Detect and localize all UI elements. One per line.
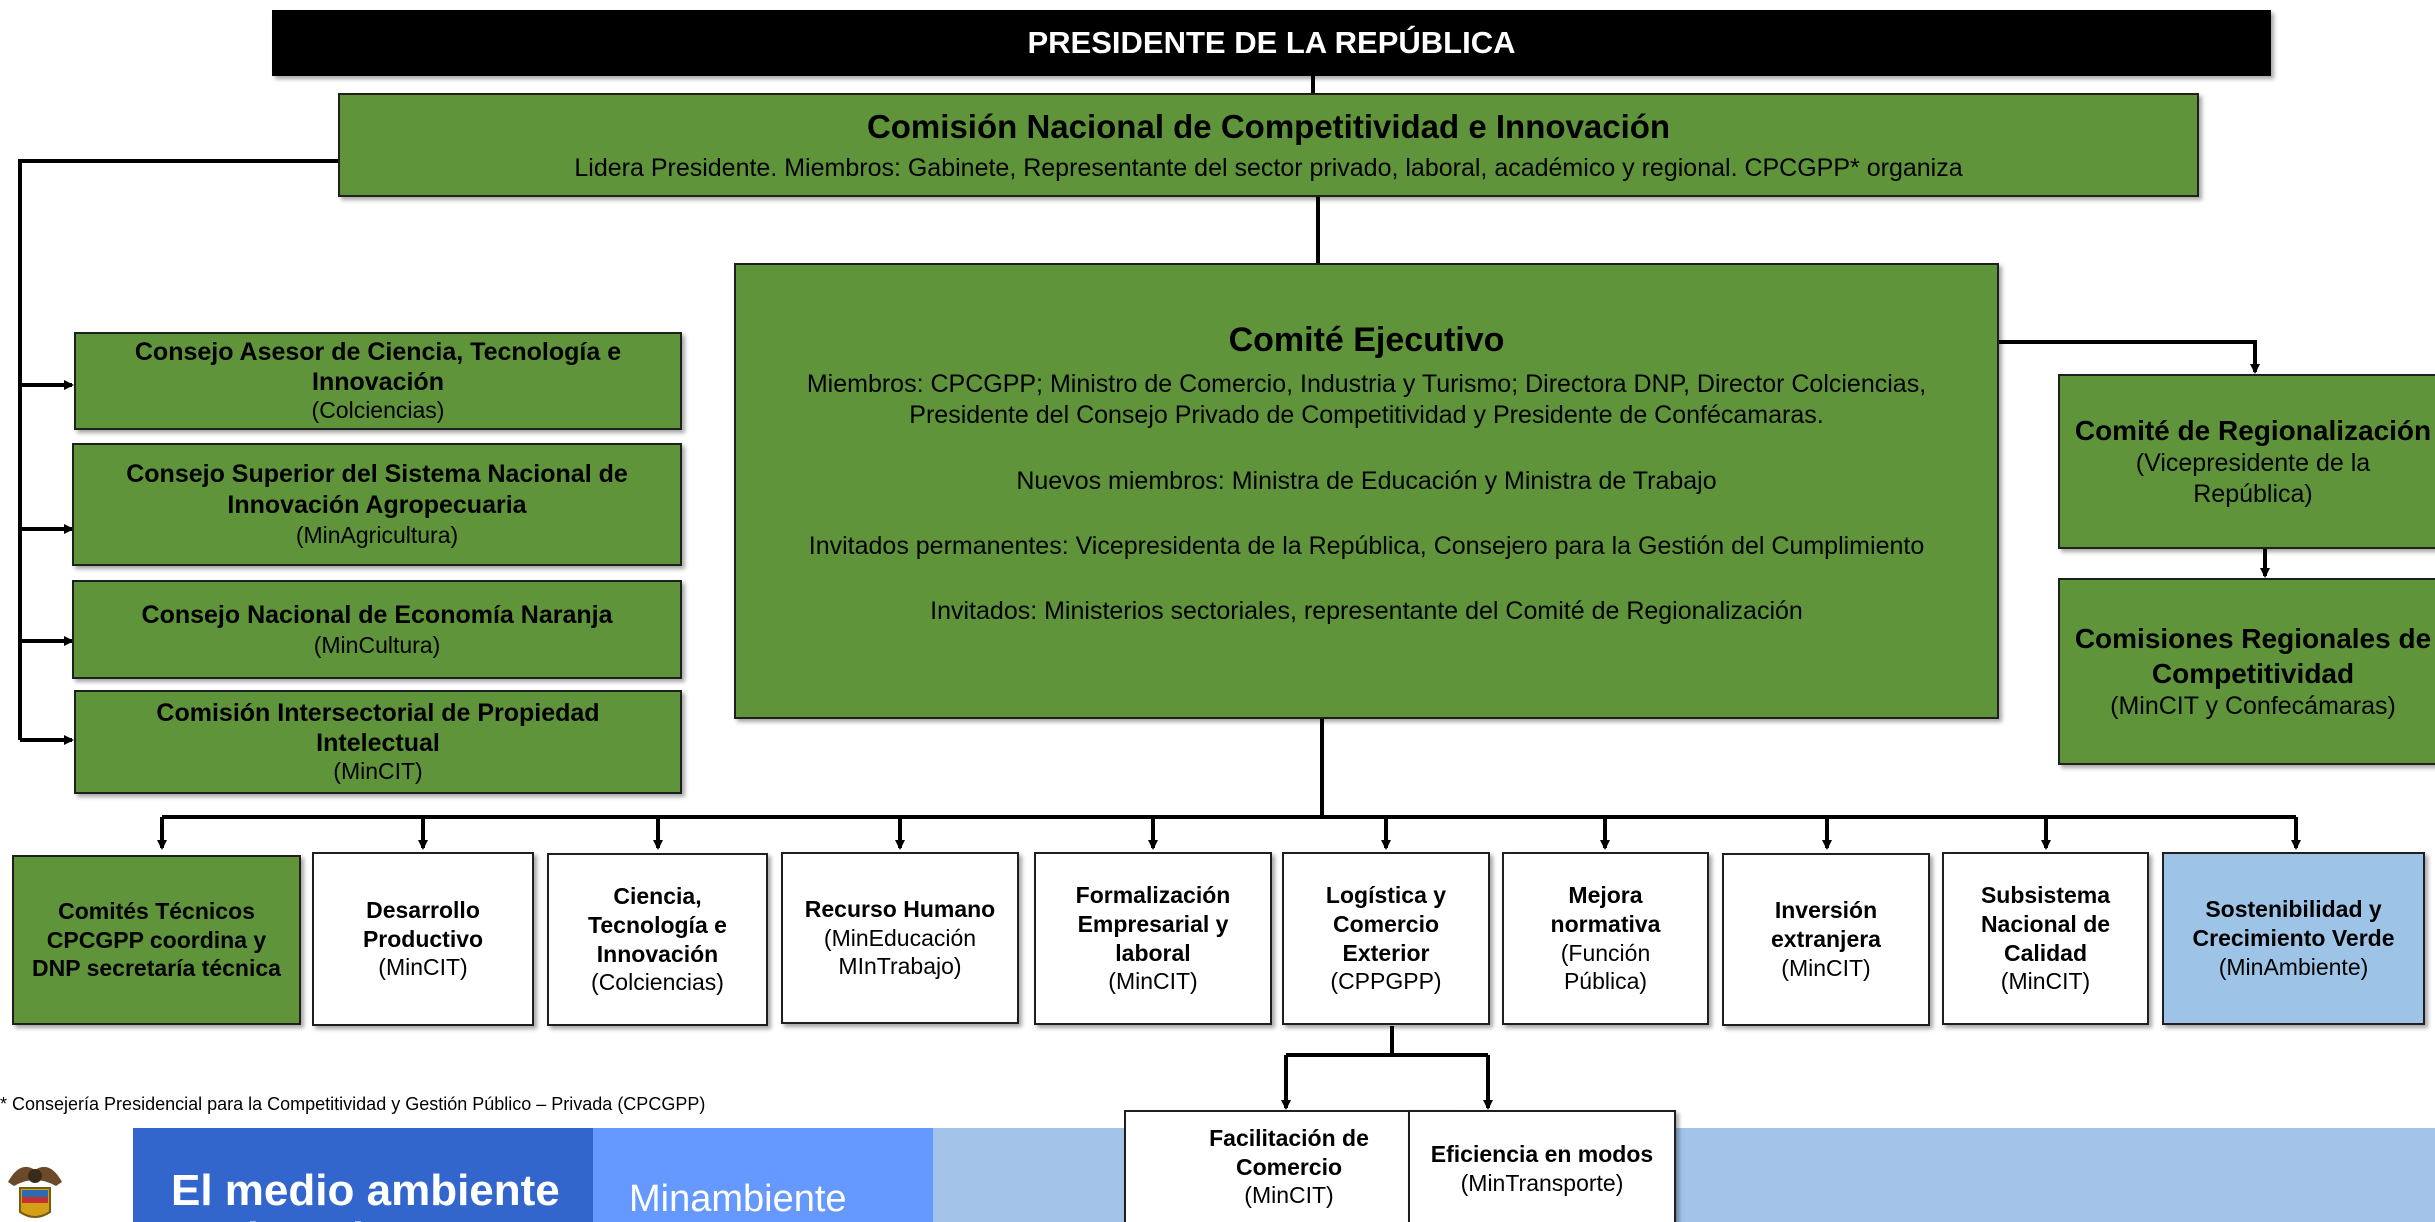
committee-box: Recurso Humano (MinEducación MInTrabajo)	[781, 852, 1019, 1024]
comisiones-regionales-box: Comisiones Regionales de Competitividad …	[2058, 578, 2435, 765]
sub-committee-title: Eficiencia en modos	[1430, 1141, 1654, 1167]
council-title: Comisión Intersectorial de Propiedad	[156, 699, 600, 728]
sub-committee-box: Eficiencia en modos (MinTransporte)	[1408, 1110, 1676, 1222]
council-title: Consejo Nacional de Economía Naranja	[141, 600, 613, 629]
committee-title: extranjera	[1771, 926, 1881, 953]
committee-title: Mejora	[1568, 882, 1643, 908]
footer-slogan-block: El medio ambiente es de todos	[133, 1128, 593, 1222]
comite-ejecutivo-permanent-guests: Invitados permanentes: Vicepresidenta de…	[808, 531, 1925, 560]
colombia-coat-of-arms-icon	[8, 1166, 62, 1218]
committee-entity: (MinAmbiente)	[2218, 953, 2369, 980]
committee-title: normativa	[1550, 910, 1661, 937]
committee-title: CPCGPP coordina y	[46, 926, 267, 953]
committee-box: Logística y Comercio Exterior (CPPGPP)	[1282, 852, 1490, 1025]
committee-box: Ciencia, Tecnología e Innovación (Colcie…	[547, 853, 768, 1026]
committee-title: Desarrollo	[366, 896, 480, 923]
committee-entity: (MinCIT)	[1108, 968, 1198, 995]
comite-regionalizacion-entity: República)	[2193, 480, 2313, 508]
comisiones-regionales-entity: (MinCIT y Confecámaras)	[2110, 691, 2396, 720]
committee-title: Ciencia,	[613, 883, 702, 909]
council-title: Innovación	[312, 368, 444, 397]
sub-committee-entity: (MinTransporte)	[1460, 1169, 1624, 1196]
footer-slogan: El medio ambiente	[171, 1166, 560, 1215]
comite-ejecutivo-members: Presidente del Consejo Privado de Compet…	[909, 401, 1824, 430]
sub-committee-box: Facilitación de Comercio (MinCIT)	[1124, 1110, 1454, 1222]
committee-entity: (MinEducación	[823, 924, 977, 951]
committee-entity: (CPPGPP)	[1330, 968, 1442, 995]
footer-logo-area	[0, 1128, 133, 1222]
comite-regionalizacion-title: Comité de Regionalización	[2074, 414, 2432, 446]
committee-title: Logística y	[1325, 882, 1447, 908]
committee-title: Sostenibilidad y	[2205, 896, 2382, 923]
comisiones-regionales-title: Comisiones Regionales de	[2074, 622, 2432, 654]
committee-title: DNP secretaría técnica	[32, 955, 281, 982]
council-box: Consejo Asesor de Ciencia, Tecnología e …	[74, 332, 682, 430]
president-header: PRESIDENTE DE LA REPÚBLICA	[272, 10, 2271, 76]
comision-nacional-title: Comisión Nacional de Competitividad e In…	[866, 107, 1671, 145]
footnote: * Consejería Presidencial para la Compet…	[0, 1094, 706, 1114]
comite-ejecutivo-new-members: Nuevos miembros: Ministra de Educación y…	[1016, 466, 1717, 495]
footer-brand: Minambiente	[629, 1178, 847, 1220]
committee-title: Formalización	[1075, 882, 1231, 908]
committee-entity: (Colciencias)	[591, 969, 724, 996]
comite-ejecutivo-title: Comité Ejecutivo	[1228, 320, 1505, 359]
committee-title: Innovación	[596, 940, 719, 967]
committee-title: Tecnología e	[588, 911, 727, 938]
committee-title: Nacional de	[1980, 910, 2111, 937]
council-title: Consejo Superior del Sistema Nacional de	[126, 459, 628, 488]
committee-title: Inversión	[1774, 897, 1878, 924]
comisiones-regionales-title: Competitividad	[2151, 657, 2355, 689]
comite-regionalizacion-entity: (Vicepresidente de la	[2135, 448, 2371, 477]
committee-entity: MInTrabajo)	[838, 953, 962, 980]
council-entity: (MinCIT)	[333, 758, 423, 785]
committee-box: Desarrollo Productivo (MinCIT)	[312, 852, 534, 1026]
comision-nacional-desc: Lidera Presidente. Miembros: Gabinete, R…	[574, 154, 1963, 182]
council-box: Consejo Nacional de Economía Naranja (Mi…	[72, 580, 682, 679]
council-title: Consejo Asesor de Ciencia, Tecnología e	[134, 338, 622, 367]
committee-box: Sostenibilidad y Crecimiento Verde (MinA…	[2162, 852, 2425, 1025]
committee-entity: Pública)	[1563, 968, 1648, 995]
comite-ejecutivo-members: Miembros: CPCGPP; Ministro de Comercio, …	[806, 370, 1927, 399]
committee-box: Comités Técnicos CPCGPP coordina y DNP s…	[12, 855, 301, 1025]
committee-title: Productivo	[362, 925, 484, 952]
council-title: Innovación Agropecuaria	[227, 491, 527, 520]
comision-nacional-box: Comisión Nacional de Competitividad e In…	[338, 93, 2199, 197]
comite-ejecutivo-box: Comité Ejecutivo Miembros: CPCGPP; Minis…	[734, 263, 1999, 719]
committee-title: Exterior	[1342, 939, 1430, 966]
footer-brand-block: Minambiente	[593, 1128, 933, 1222]
committee-title: laboral	[1115, 939, 1191, 966]
committee-title: Crecimiento Verde	[2192, 925, 2395, 952]
committee-entity: (Función	[1560, 939, 1651, 966]
committee-title: Comercio	[1332, 910, 1440, 937]
committee-title: Comités Técnicos	[58, 897, 255, 924]
council-entity: (Colciencias)	[311, 397, 445, 424]
council-title: Intelectual	[316, 729, 440, 758]
committee-entity: (MinCIT)	[378, 954, 468, 981]
president-title: PRESIDENTE DE LA REPÚBLICA	[1027, 24, 1516, 60]
sub-committee-title: Comercio	[1235, 1153, 1343, 1180]
sub-committee-title: Facilitación de	[1209, 1124, 1369, 1151]
committee-entity: (MinCIT)	[1781, 954, 1871, 981]
committee-box: Formalización Empresarial y laboral (Min…	[1034, 852, 1272, 1025]
committee-title: Empresarial y	[1077, 910, 1229, 937]
committee-title: Recurso Humano	[804, 895, 996, 922]
committee-box: Subsistema Nacional de Calidad (MinCIT)	[1942, 852, 2149, 1025]
committee-title: Calidad	[2003, 939, 2088, 966]
comite-regionalizacion-box: Comité de Regionalización (Vicepresident…	[2058, 374, 2435, 549]
council-box: Comisión Intersectorial de Propiedad Int…	[74, 690, 682, 794]
comite-ejecutivo-guests: Invitados: Ministerios sectoriales, repr…	[930, 597, 1803, 626]
footer-slogan: es de todos	[171, 1214, 416, 1222]
committee-entity: (MinCIT)	[2000, 968, 2091, 995]
council-entity: (MinCultura)	[313, 631, 441, 658]
council-box: Consejo Superior del Sistema Nacional de…	[72, 443, 682, 566]
committee-title: Subsistema	[1980, 882, 2111, 908]
committee-box: Mejora normativa (Función Pública)	[1502, 852, 1709, 1025]
sub-committee-entity: (MinCIT)	[1244, 1182, 1334, 1209]
council-entity: (MinAgricultura)	[295, 522, 459, 549]
committee-box: Inversión extranjera (MinCIT)	[1722, 853, 1930, 1026]
